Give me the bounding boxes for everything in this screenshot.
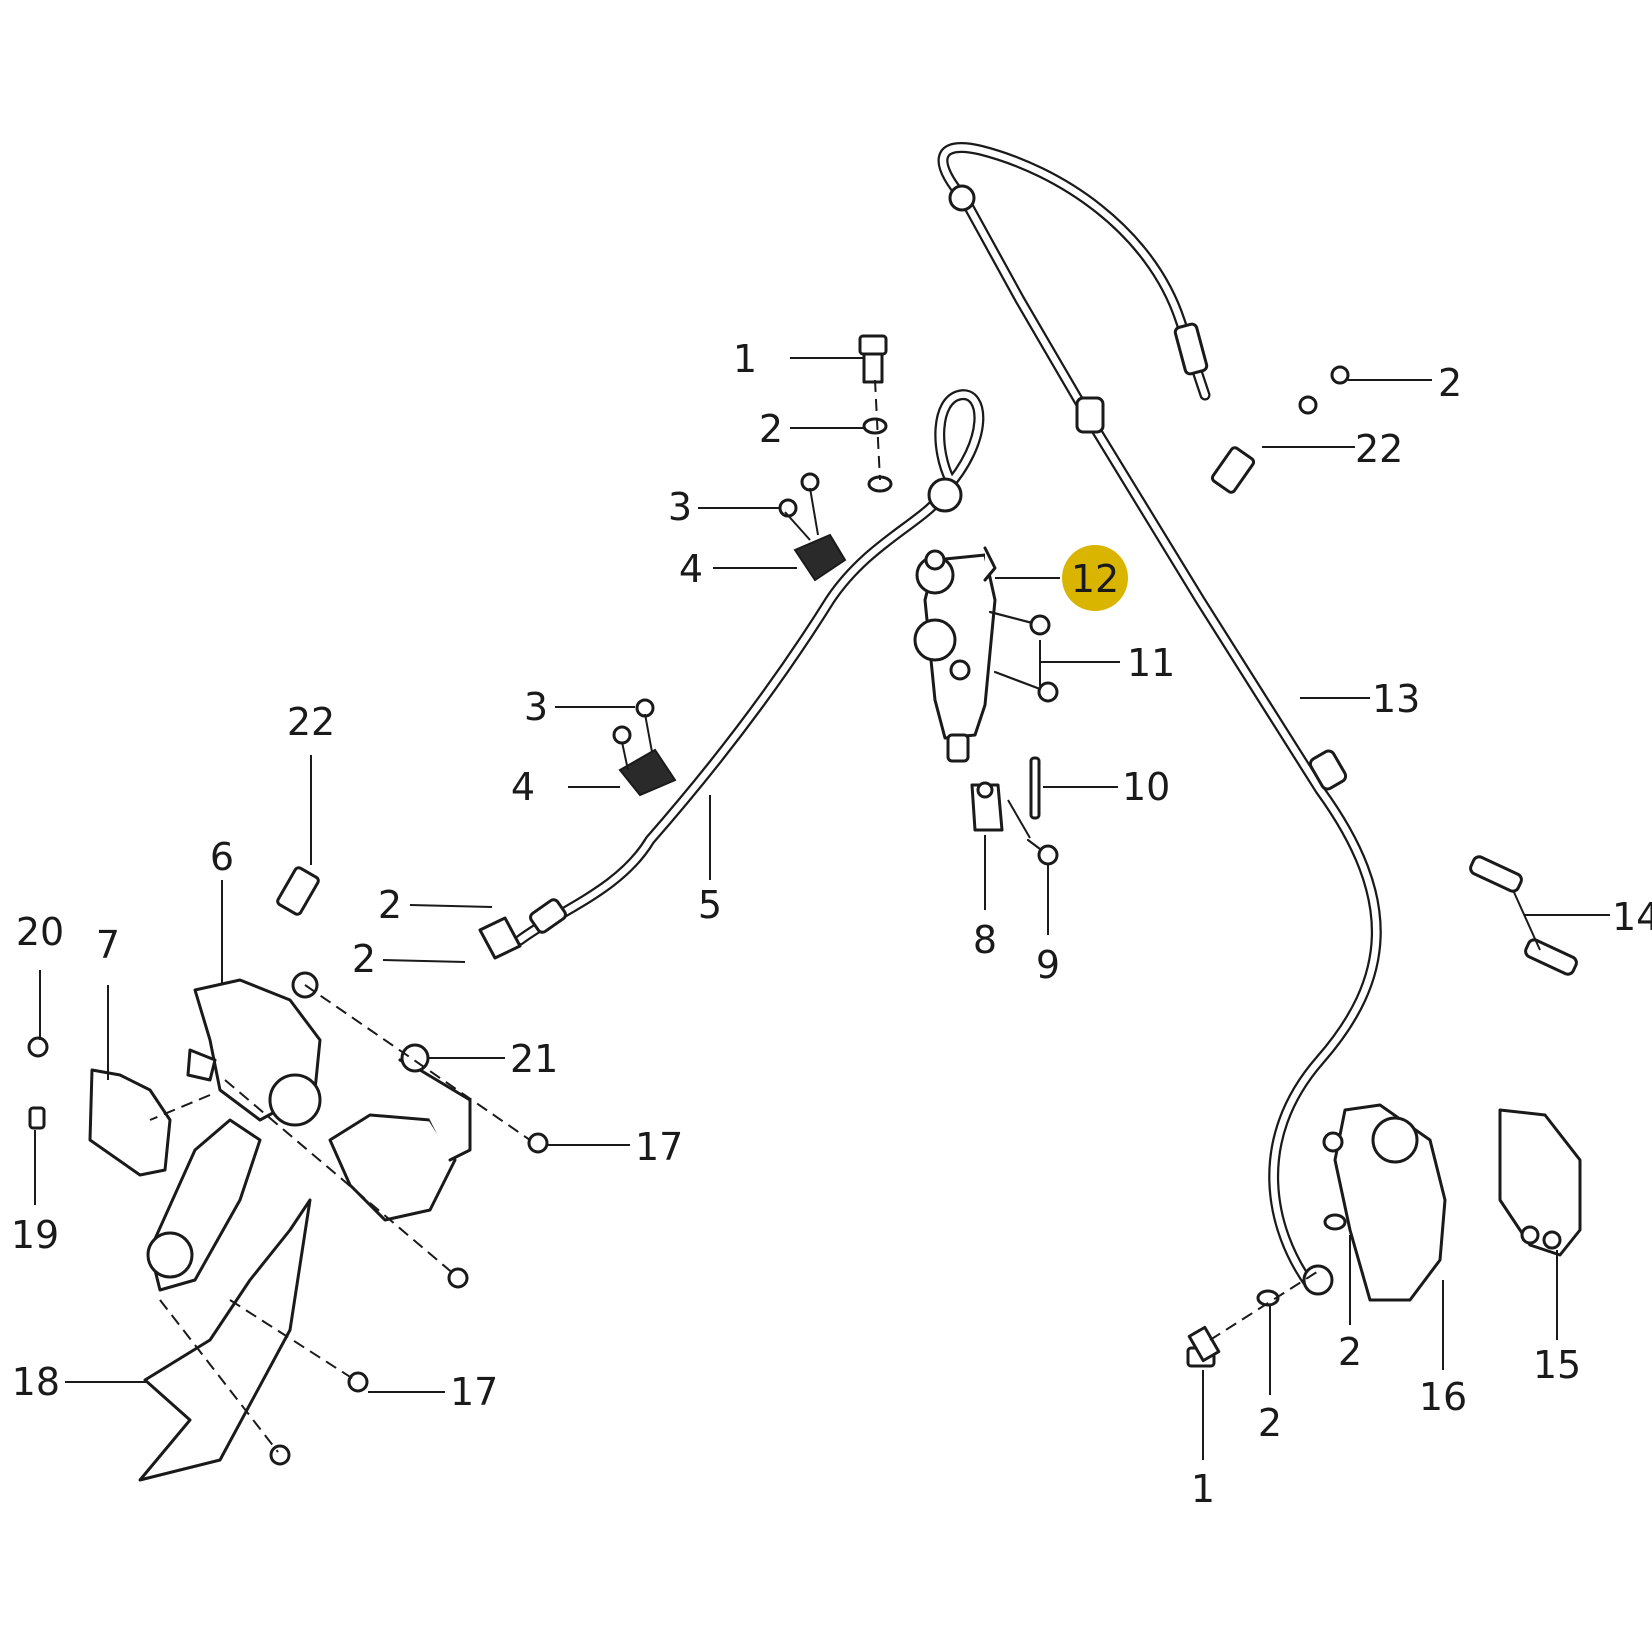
- callout-1-top: 1: [733, 337, 757, 381]
- callout-11: 11: [1127, 641, 1175, 685]
- callout-20: 20: [16, 910, 64, 954]
- banjo-bolt-bottom: [1186, 1325, 1221, 1368]
- callout-8: 8: [973, 918, 997, 962]
- rear-caliper: [186, 978, 322, 1127]
- clevis: [970, 781, 1004, 832]
- cotter-pin: [1029, 756, 1041, 820]
- callout-16: 16: [1419, 1375, 1467, 1419]
- callout-2-hose-lower: 2: [352, 937, 376, 981]
- screw-17-lower-a: [447, 1267, 469, 1289]
- callout-3-lower: 3: [524, 685, 548, 729]
- washer-bottom-1: [1256, 1289, 1280, 1307]
- callout-12: 12: [1071, 557, 1119, 601]
- hose-clamp-upper: [778, 472, 847, 582]
- callout-labels: 1 2 3 4 12 11 2 22 13 3 4 22 10 6 2 5 2 …: [11, 337, 1652, 1511]
- screw-17-lower-b: [269, 1444, 291, 1466]
- callout-22-left: 22: [287, 700, 335, 744]
- leader-lines: [34, 357, 1610, 1460]
- callout-22-right: 22: [1355, 427, 1403, 471]
- callout-10: 10: [1122, 765, 1170, 809]
- callout-2-top: 2: [759, 407, 783, 451]
- chain-guard: [138, 1198, 312, 1482]
- callout-1-bottom: 1: [1191, 1467, 1215, 1511]
- callout-17-lower: 17: [450, 1370, 498, 1414]
- bleed-screw-left: [276, 866, 320, 916]
- highlight-marker: [1062, 545, 1128, 611]
- bleed-cap-19: [28, 1106, 46, 1130]
- heel-guard: [328, 1058, 472, 1222]
- front-brake-hose: [937, 141, 1382, 1296]
- callout-4-upper: 4: [679, 547, 703, 591]
- washer-top-1: [862, 417, 888, 435]
- screw-17-right: [347, 1371, 369, 1393]
- callout-2-right-top: 2: [1438, 361, 1462, 405]
- mounting-bolt-lower: [993, 670, 1059, 703]
- callout-5: 5: [698, 883, 722, 927]
- brake-pads-front: [1498, 1108, 1582, 1257]
- washer-bottom-2: [1323, 1213, 1347, 1231]
- caliper-pin-upper: [1469, 855, 1523, 893]
- callout-3-upper: 3: [668, 485, 692, 529]
- callout-2-bottom: 2: [1258, 1401, 1282, 1445]
- caliper-pin-lower: [1524, 938, 1578, 976]
- callout-13: 13: [1372, 677, 1420, 721]
- banjo-bolt-top: [858, 334, 888, 384]
- washer-right-top-2: [1298, 395, 1318, 415]
- callout-2-caliper: 2: [1338, 1330, 1362, 1374]
- washer-right-top: [1330, 365, 1350, 385]
- callout-19: 19: [11, 1213, 59, 1257]
- callout-7: 7: [96, 923, 120, 967]
- screw-20: [27, 1036, 49, 1058]
- callout-15: 15: [1533, 1343, 1581, 1387]
- mounting-bolt-upper: [988, 610, 1051, 636]
- callout-14: 14: [1612, 895, 1652, 939]
- master-cylinder: [913, 546, 997, 763]
- clevis-pin: [1026, 838, 1059, 866]
- callout-9: 9: [1036, 943, 1060, 987]
- callout-2-hose-upper: 2: [378, 883, 402, 927]
- front-caliper: [1322, 1103, 1447, 1302]
- screw-17-upper: [527, 1132, 549, 1154]
- callout-21: 21: [510, 1037, 558, 1081]
- callout-17-upper: 17: [635, 1125, 683, 1169]
- rear-brake-hose: [478, 389, 985, 960]
- callout-18: 18: [12, 1360, 60, 1404]
- brake-pads-rear: [88, 1068, 172, 1177]
- callout-6: 6: [210, 835, 234, 879]
- callout-4-lower: 4: [511, 765, 535, 809]
- caliper-bracket: [146, 1118, 262, 1292]
- bleed-screw-right: [1210, 446, 1256, 494]
